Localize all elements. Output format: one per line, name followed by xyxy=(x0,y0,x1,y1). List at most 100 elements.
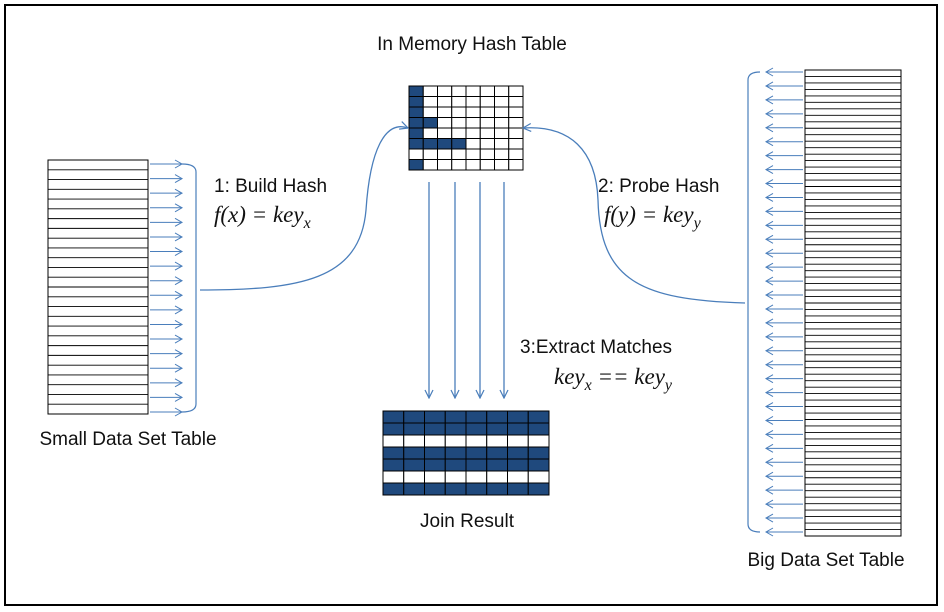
empty-cell xyxy=(422,106,438,118)
empty-cell xyxy=(527,434,550,448)
filled-cell xyxy=(444,446,467,460)
empty-cell xyxy=(437,106,453,118)
empty-cell xyxy=(422,127,438,139)
empty-cell xyxy=(465,159,481,171)
empty-cell xyxy=(465,138,481,150)
empty-cell xyxy=(507,470,529,484)
filled-cell xyxy=(382,422,405,436)
empty-cell xyxy=(451,159,467,171)
filled-cell xyxy=(403,458,425,472)
row-arrowhead xyxy=(174,188,184,198)
row-arrowhead xyxy=(764,499,774,509)
empty-cell xyxy=(465,117,481,129)
empty-cell xyxy=(451,96,467,108)
row-arrowhead xyxy=(764,513,774,523)
empty-cell xyxy=(486,434,508,448)
hash-table-label: In Memory Hash Table xyxy=(377,34,567,55)
empty-cell xyxy=(507,434,529,448)
filled-cell xyxy=(507,482,529,496)
filled-cell xyxy=(527,422,550,436)
filled-cell xyxy=(486,482,508,496)
empty-cell xyxy=(403,434,425,448)
row-arrowhead xyxy=(764,109,774,119)
filled-cell xyxy=(424,410,446,424)
row-arrowhead xyxy=(764,262,774,272)
empty-cell xyxy=(422,96,438,108)
filled-cell xyxy=(382,458,405,472)
filled-cell xyxy=(486,446,508,460)
bracket-line xyxy=(181,163,197,413)
filled-cell xyxy=(403,446,425,460)
row-arrowhead xyxy=(764,416,774,425)
filled-cell xyxy=(382,482,405,496)
row-arrowhead xyxy=(764,67,774,77)
row-arrowhead xyxy=(764,318,774,328)
row-arrowhead xyxy=(174,363,184,373)
filled-cell xyxy=(507,458,529,472)
filled-cell xyxy=(422,138,438,150)
empty-cell xyxy=(527,470,550,484)
empty-cell xyxy=(465,85,481,97)
empty-cell xyxy=(465,106,481,118)
filled-cell xyxy=(408,138,424,150)
row-arrowhead xyxy=(174,232,184,242)
empty-cell xyxy=(451,117,467,129)
row-arrowhead xyxy=(174,276,184,286)
empty-cell xyxy=(494,127,510,139)
filled-cell xyxy=(424,458,446,472)
build-hash-curve xyxy=(199,127,408,291)
row-arrowhead xyxy=(764,443,774,453)
row-arrowhead xyxy=(764,388,774,398)
filled-cell xyxy=(527,410,550,424)
filled-cell xyxy=(465,446,488,460)
filled-cell xyxy=(465,422,488,436)
row-arrowhead xyxy=(174,217,184,227)
empty-cell xyxy=(437,148,453,160)
extract-arrows xyxy=(429,182,504,398)
empty-cell xyxy=(382,434,405,448)
row-arrowhead xyxy=(764,304,774,314)
empty-cell xyxy=(494,117,510,129)
row-arrowhead xyxy=(764,332,774,342)
empty-cell xyxy=(403,470,425,484)
filled-cell xyxy=(422,117,438,129)
filled-cell xyxy=(465,410,488,424)
row-arrowhead xyxy=(174,203,184,213)
row-arrowhead xyxy=(764,123,774,133)
empty-cell xyxy=(508,106,524,118)
row-arrowhead xyxy=(764,527,774,537)
filled-cell xyxy=(437,138,453,150)
empty-cell xyxy=(479,106,495,118)
build-formula: f(x) = keyx xyxy=(214,202,311,232)
empty-cell xyxy=(451,148,467,160)
filled-cell xyxy=(465,458,488,472)
filled-cell xyxy=(403,422,425,436)
empty-cell xyxy=(422,159,438,171)
filled-cell xyxy=(444,422,467,436)
row-arrowhead xyxy=(764,165,774,175)
small-data-set-table xyxy=(47,159,149,415)
row-arrowhead xyxy=(174,290,184,300)
row-arrowhead xyxy=(174,261,184,271)
row-arrowhead xyxy=(764,248,774,258)
empty-cell xyxy=(437,159,453,171)
empty-cell xyxy=(479,96,495,108)
empty-cell xyxy=(494,96,510,108)
in-memory-hash-table xyxy=(408,85,524,171)
filled-cell xyxy=(424,422,446,436)
row-arrowhead xyxy=(764,206,774,216)
step1-label: 1: Build Hash xyxy=(214,176,327,197)
empty-cell xyxy=(508,117,524,129)
row-arrowhead xyxy=(174,392,184,402)
filled-cell xyxy=(408,127,424,139)
step3-label: 3:Extract Matches xyxy=(520,337,672,358)
empty-cell xyxy=(494,159,510,171)
row-arrowhead xyxy=(174,305,184,315)
row-arrowhead xyxy=(764,95,774,105)
probe-hash-curve xyxy=(523,128,746,304)
row-arrowhead xyxy=(764,220,774,230)
empty-cell xyxy=(508,138,524,150)
probe-formula: f(y) = keyy xyxy=(604,202,702,232)
empty-cell xyxy=(479,117,495,129)
